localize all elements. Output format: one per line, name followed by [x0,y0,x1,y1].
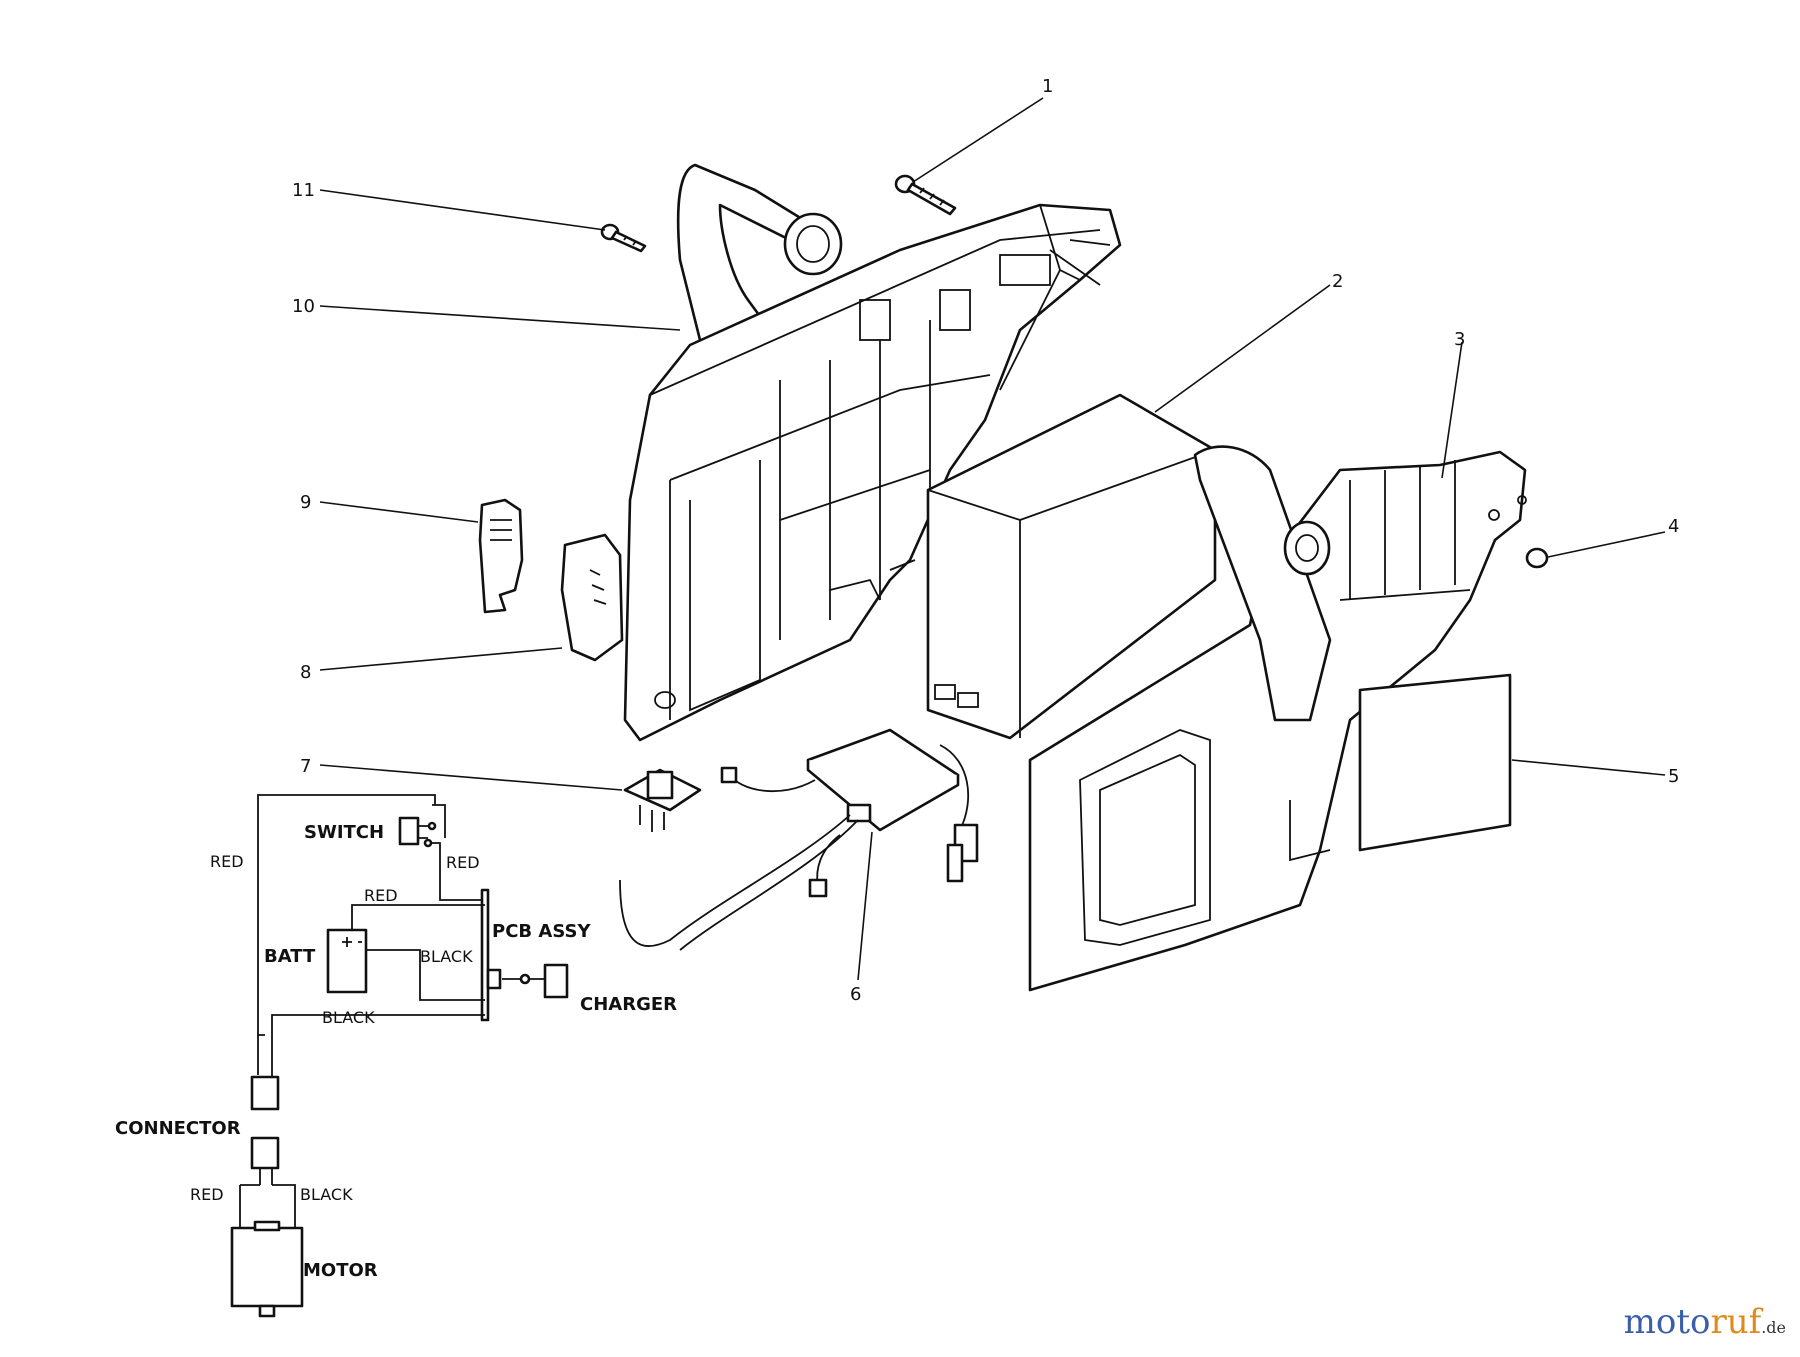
callout-2: 2 [1332,271,1343,292]
screw-part-1 [894,174,957,216]
callout-6: 6 [850,984,861,1005]
callout-5: 5 [1668,766,1679,787]
connector-lower [250,1136,280,1170]
charger-symbol [543,963,569,999]
label-red-batt: RED [364,886,398,905]
housing-handle-part-10 [623,163,1122,742]
leader-lines [319,97,1666,981]
label-black-motor: BLACK [300,1185,353,1204]
pcb-assembly-part-6 [619,728,979,951]
terminal-block-part-7 [623,768,702,832]
switch-trigger-part-8 [560,533,624,662]
callout-10: 10 [292,296,315,317]
label-connector: CONNECTOR [115,1118,241,1139]
callout-3: 3 [1454,329,1465,350]
switch-cover-part-9 [478,498,524,614]
label-plate-part-5 [1358,673,1512,852]
label-red-motor: RED [190,1185,224,1204]
nut-part-4 [1525,547,1549,569]
watermark-logo: motoruf.de [1624,1302,1786,1342]
connector-upper [250,1075,280,1111]
watermark-ruf: ruf [1710,1302,1762,1342]
label-red-switch: RED [446,853,480,872]
switch-symbol [398,816,420,846]
battery-pack-part-2 [926,393,1217,740]
watermark-moto: moto [1623,1302,1711,1342]
label-pcb-assy: PCB ASSY [492,921,591,942]
callout-9: 9 [300,492,311,513]
label-batt: BATT [264,946,316,967]
label-red-left: RED [210,852,244,871]
label-black-bottom: BLACK [322,1008,375,1027]
callout-1: 1 [1042,76,1053,97]
label-motor: MOTOR [303,1260,378,1281]
label-switch: SWITCH [304,822,384,843]
callout-4: 4 [1668,516,1679,537]
battery-symbol [326,928,368,994]
label-charger: CHARGER [580,994,677,1015]
callout-8: 8 [300,662,311,683]
watermark-suffix: .de [1761,1318,1786,1337]
wiring-schematic: SWITCH RED RED RED PCB ASSY BATT BLACK C… [115,794,677,1318]
callout-numbers: 1 2 3 4 5 6 7 8 9 10 11 [292,76,1679,1005]
callout-11: 11 [292,180,315,201]
housing-right-part-3 [1028,445,1527,992]
label-black-pcb: BLACK [420,947,473,966]
screw-part-11 [600,223,647,253]
motor-symbol [230,1226,304,1308]
callout-7: 7 [300,756,311,777]
pcb-bar [480,888,490,1022]
